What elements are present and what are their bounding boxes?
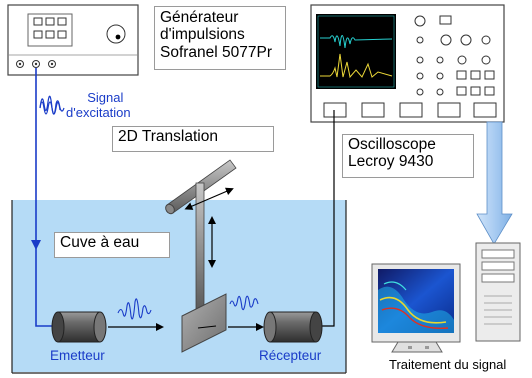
- translation-stage: [165, 159, 237, 353]
- signal-label: Signal d'excitation: [66, 90, 131, 120]
- receiver-label: Récepteur: [259, 348, 322, 363]
- generator-label: Générateur d'impulsions Sofranel 5077Pr: [154, 6, 286, 70]
- signal-label-line-1: Signal: [87, 90, 124, 105]
- horizontal-motion-arrow: [184, 187, 234, 210]
- excitation-signal-wave-detail: [39, 95, 65, 115]
- transmitted-wave-packet: [229, 295, 259, 311]
- tank-label: Cuve à eau: [54, 232, 170, 258]
- sample-plate: [181, 293, 227, 353]
- generator-label-line-3: Sofranel 5077Pr: [160, 43, 273, 61]
- incident-wave-packet: [117, 298, 152, 320]
- scope-trace-2: [320, 53, 393, 79]
- excitation-wire: [35, 68, 55, 327]
- computer-label: Traitement du signal: [389, 357, 507, 372]
- emitter-transducer: [51, 311, 107, 343]
- generator-label-line-2: d'impulsions: [160, 26, 245, 44]
- oscilloscope-label: Oscilloscope Lecroy 9430: [342, 134, 474, 178]
- receiver-wire: [320, 110, 335, 327]
- oscilloscope-label-line-2: Lecroy 9430: [348, 153, 434, 171]
- data-transfer-arrow: [476, 121, 513, 245]
- generator-label-line-1: Générateur: [160, 9, 239, 26]
- scope-screen: [316, 14, 396, 89]
- pulse-generator: [7, 4, 139, 76]
- excitation-signal-wave: [39, 101, 61, 115]
- excitation-wire-arrow: [31, 240, 41, 250]
- receiver-transducer: [263, 311, 323, 343]
- translation-label: 2D Translation: [112, 126, 274, 152]
- emitter-label: Emetteur: [50, 348, 105, 363]
- scope-trace-1: [320, 35, 393, 49]
- computer: [371, 242, 521, 353]
- oscilloscope-label-line-1: Oscilloscope: [348, 136, 436, 153]
- water-tank: [12, 200, 346, 372]
- oscilloscope: [310, 4, 505, 123]
- signal-label-line-2: d'excitation: [66, 104, 131, 120]
